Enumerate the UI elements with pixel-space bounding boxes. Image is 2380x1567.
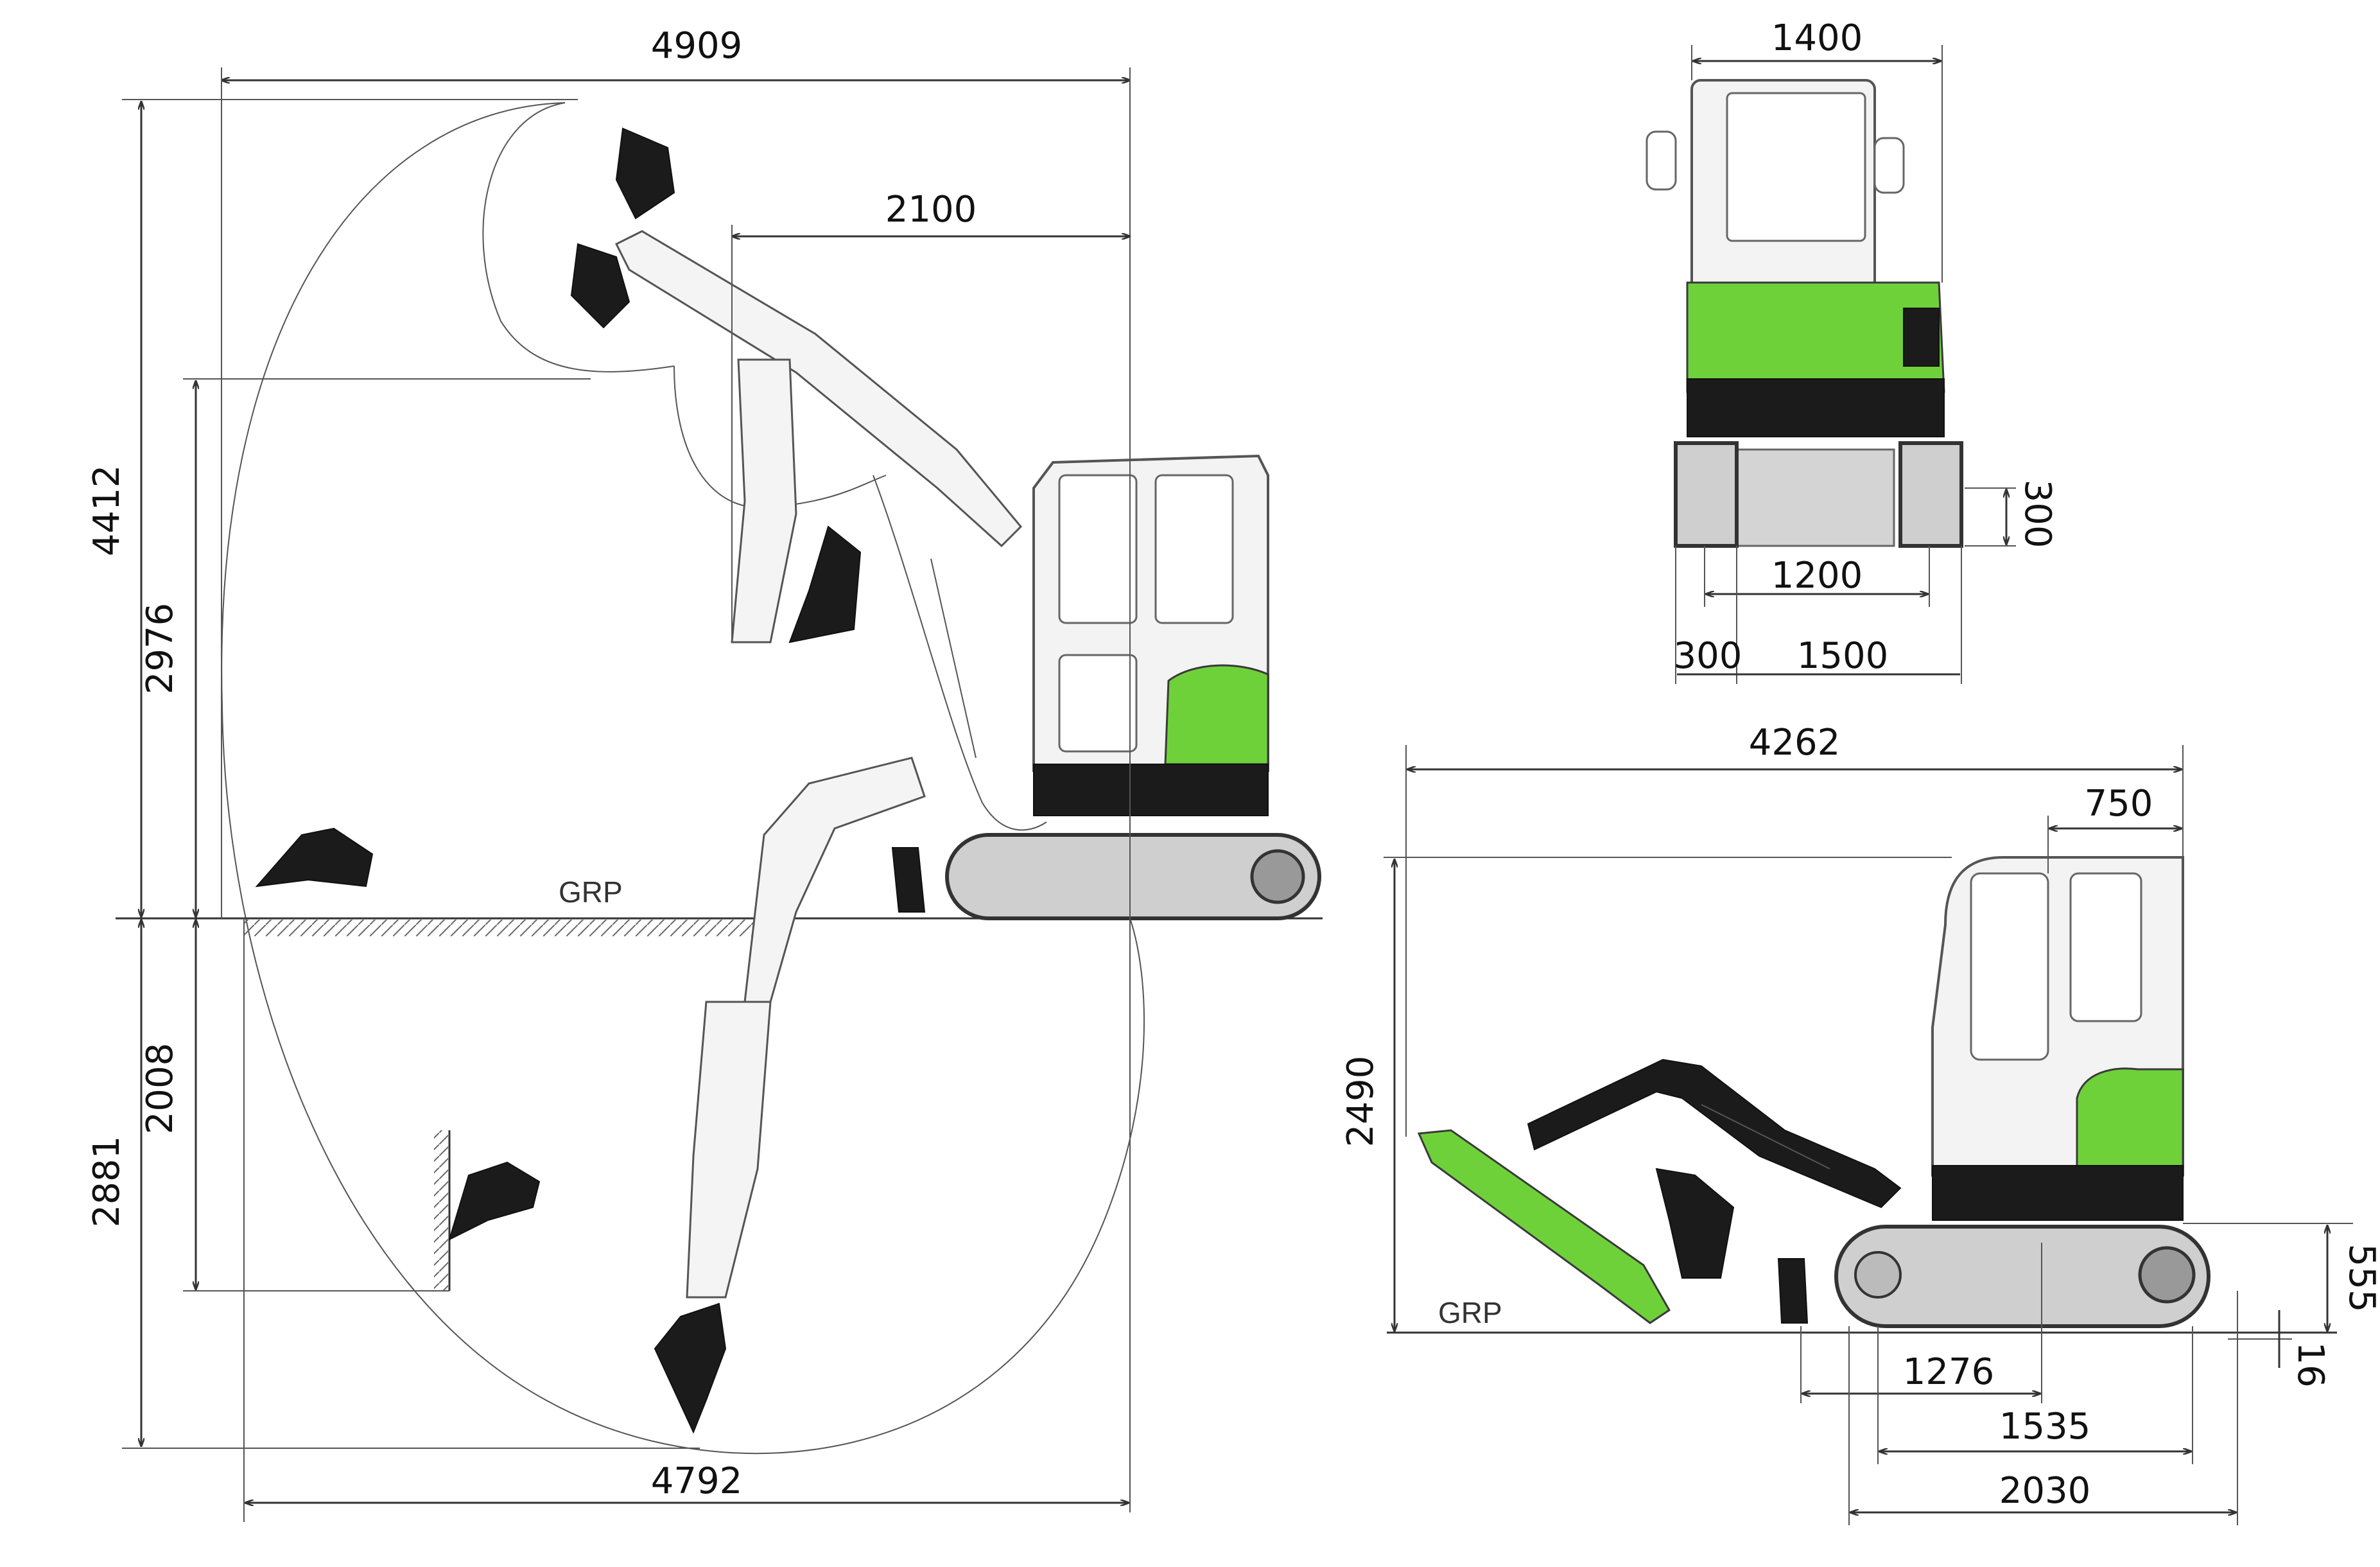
lower-stick [686,1001,772,1299]
dim-4909: 4909 [651,25,743,67]
side-cab-rear-window [2069,872,2142,1022]
dim-1500: 1500 [1797,635,1889,677]
side-cylinder [1701,1104,1830,1169]
dim-16: 16 [2289,1342,2331,1387]
side-bucket [1655,1168,1735,1279]
mirror-right-icon [1873,137,1905,194]
bucket-wall [448,1161,541,1241]
side-boom [1527,1058,1902,1209]
bucket-top-2 [570,243,630,329]
front-track-left [1674,441,1739,548]
side-blade [1777,1258,1809,1324]
cab-window-1 [1058,474,1138,624]
bucket-arc [482,102,675,372]
working-range-view: GRP 4909 [86,25,1323,1522]
dim-2100: 2100 [885,189,977,231]
dim-2490: 2490 [1340,1056,1382,1148]
mirror-left-icon [1646,130,1677,191]
side-view: GRP 4262 750 2490 555 [1340,722,2380,1525]
excavator-body-left [891,454,1321,920]
blade-left [891,847,926,913]
front-view: 1400 300 1200 300 1500 [1646,17,2058,684]
front-track-right [1898,441,1963,548]
dim-4262: 4262 [1749,722,1841,764]
bucket-ground [255,827,374,888]
dim-2030: 2030 [1999,1470,2091,1512]
dim-1200: 1200 [1771,555,1863,597]
dim-750: 750 [2085,783,2153,825]
inner-arc-2 [873,475,1047,831]
dim-300-shoe: 300 [1674,635,1742,677]
side-stick [1417,1129,1671,1324]
dim-4792: 4792 [651,1460,743,1502]
side-engine-cover [2076,1067,2184,1170]
track-left [945,833,1321,920]
side-track [1834,1225,2211,1328]
front-undercarriage [1732,448,1895,547]
dim-300-height: 300 [2017,480,2058,548]
upper-stick [731,358,797,643]
dim-1535: 1535 [1999,1406,2091,1448]
engine-cover-left [1164,664,1269,766]
digging-envelope [221,102,1145,1455]
ground-hatch [244,920,777,936]
dim-2881: 2881 [86,1136,128,1228]
side-idler [1854,1251,1902,1299]
sprocket-left [1250,849,1305,904]
dim-1400: 1400 [1771,17,1863,59]
grp-label-right: GRP [1438,1296,1502,1329]
bucket-deep [654,1302,727,1434]
cab-window-3 [1058,654,1138,753]
side-cab-door-window [1970,872,2049,1061]
dim-4412: 4412 [86,465,128,557]
front-black-base [1687,378,1945,437]
grp-label-left: GRP [559,875,623,909]
wall-hatch [434,1130,448,1291]
front-windshield [1726,92,1866,242]
cab-window-2 [1154,474,1234,624]
dim-555: 555 [2341,1244,2380,1313]
upper-boom [614,230,1023,548]
frame-left [1033,764,1269,816]
boom-cylinder [930,558,977,758]
bucket-top-1 [615,127,675,220]
bucket-mid [788,525,862,643]
front-grille [1903,308,1940,367]
dim-1276: 1276 [1903,1351,1995,1393]
side-sprocket [2138,1246,2196,1304]
dim-2008: 2008 [139,1043,181,1135]
dim-2976: 2976 [139,603,181,695]
side-frame [1932,1165,2184,1221]
